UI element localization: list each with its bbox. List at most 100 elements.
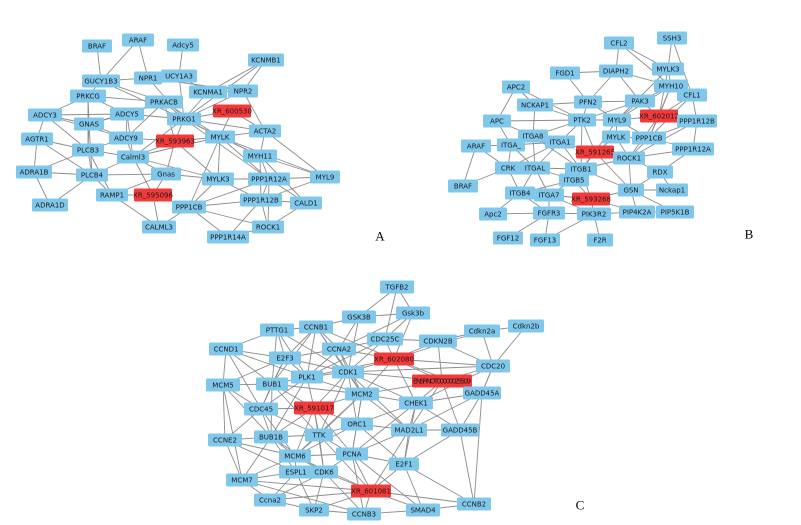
gene-node: MCM5 <box>206 378 240 392</box>
gene-node: ARAF <box>461 139 491 153</box>
node-box <box>256 377 288 391</box>
gene-node: MCM7 <box>226 473 258 487</box>
node-label: FGF12 <box>497 235 519 243</box>
gene-node: PLK1 <box>291 370 323 384</box>
gene-node: ACTA2 <box>249 124 281 138</box>
gene-node: CRK <box>495 161 521 175</box>
highlight-node: XR_601081 <box>351 484 391 498</box>
gene-node: PIK3R2 <box>577 207 611 221</box>
node-box <box>406 503 440 517</box>
panel-c-label: C <box>576 498 585 513</box>
node-box <box>21 132 53 146</box>
highlight-node: XR_591265 <box>575 145 615 159</box>
gene-node: ROCK1 <box>252 220 284 234</box>
gene-node: Nckap1 <box>656 183 688 197</box>
gene-node: RAMP1 <box>96 188 128 202</box>
node-box <box>243 149 277 163</box>
node-label: E2F3 <box>276 355 293 363</box>
node-box <box>351 484 391 498</box>
node-box <box>618 183 644 197</box>
node-box <box>299 320 333 334</box>
node-label: ITGB4 <box>509 190 531 198</box>
network-edge <box>217 136 221 180</box>
gene-node: PIP4K2A <box>619 205 655 219</box>
node-box <box>530 233 560 247</box>
node-box <box>677 114 717 128</box>
node-label: Gnas <box>157 171 175 179</box>
node-label: PIK3R2 <box>582 211 607 219</box>
node-label: XR_593963 <box>155 138 195 146</box>
node-label: KCNMB1 <box>251 57 281 65</box>
gene-node: ESPL1 <box>279 465 313 479</box>
network-edge <box>351 453 365 515</box>
gene-node: Calml3 <box>117 150 149 164</box>
node-box <box>464 324 500 338</box>
gene-node: GADD45B <box>441 423 479 437</box>
node-label: PRKCG <box>76 93 100 101</box>
node-label: Gsk3b <box>402 310 425 318</box>
node-box <box>290 196 322 210</box>
gene-node: CDC25C <box>367 332 403 346</box>
node-label: ADRA1D <box>35 202 64 210</box>
node-label: Ccna2 <box>259 497 281 505</box>
gene-node: CDKN2B <box>419 334 457 348</box>
node-label: NCKAP1 <box>521 102 549 110</box>
node-label: PPP1CB <box>636 135 663 143</box>
network-edge <box>496 119 583 122</box>
network-edge <box>356 423 405 465</box>
node-box <box>625 94 655 108</box>
node-label: PRKG1 <box>172 116 196 124</box>
gene-node: GNAS <box>74 117 104 131</box>
network-edge <box>347 371 410 431</box>
node-label: XR_591265 <box>575 149 615 157</box>
node-label: XR_591017 <box>294 405 334 413</box>
node-label: UCY1A3 <box>165 73 193 81</box>
gene-node: FGD1 <box>550 66 580 80</box>
gene-node: FGFR3 <box>533 206 565 220</box>
node-label: E2F1 <box>395 461 412 469</box>
network-edge <box>100 39 139 82</box>
node-box <box>310 170 340 184</box>
network-edge <box>351 453 424 511</box>
panel-b-label: B <box>745 227 754 242</box>
node-label: ROCK1 <box>256 224 280 232</box>
node-label: PPP1R14A <box>210 234 246 242</box>
node-box <box>248 172 290 186</box>
gene-node: CDK6 <box>310 465 338 479</box>
gene-node: BUB1 <box>256 377 288 391</box>
network-edge <box>347 365 494 373</box>
node-label: XR_600530 <box>212 108 252 116</box>
node-box <box>32 198 68 212</box>
highlight-node: XR_600530 <box>212 104 252 118</box>
node-box <box>657 31 687 45</box>
gene-node: CHEK1 <box>399 396 433 410</box>
network-edge <box>222 384 243 481</box>
node-box <box>74 117 104 131</box>
node-label: BRAF <box>88 43 106 51</box>
node-label: MYLK3 <box>206 176 229 184</box>
node-label: SKP2 <box>305 507 323 515</box>
node-box <box>151 167 181 181</box>
gene-node: MYH11 <box>243 149 277 163</box>
node-box <box>72 143 104 157</box>
node-box <box>122 33 154 47</box>
node-label: ITGA7 <box>538 192 559 200</box>
gene-node: NPR2 <box>228 84 258 98</box>
node-label: CDKN2B <box>423 338 453 346</box>
gene-node: CCNA2 <box>322 342 356 356</box>
node-label: CFL1 <box>683 92 700 100</box>
gene-node: ITGA_ <box>497 138 525 152</box>
gene-node: DIAPH2 <box>599 64 633 78</box>
network-edge <box>618 42 672 87</box>
node-label: SSH3 <box>663 35 682 43</box>
node-box <box>167 112 201 126</box>
network-edge <box>183 118 270 180</box>
node-label: RDX <box>652 169 667 177</box>
node-box <box>517 98 553 112</box>
highlight-node: XR_595096 <box>133 188 173 202</box>
node-box <box>518 129 548 143</box>
gene-node: F2R <box>587 233 613 247</box>
node-box <box>347 507 381 521</box>
node-box <box>244 402 278 416</box>
